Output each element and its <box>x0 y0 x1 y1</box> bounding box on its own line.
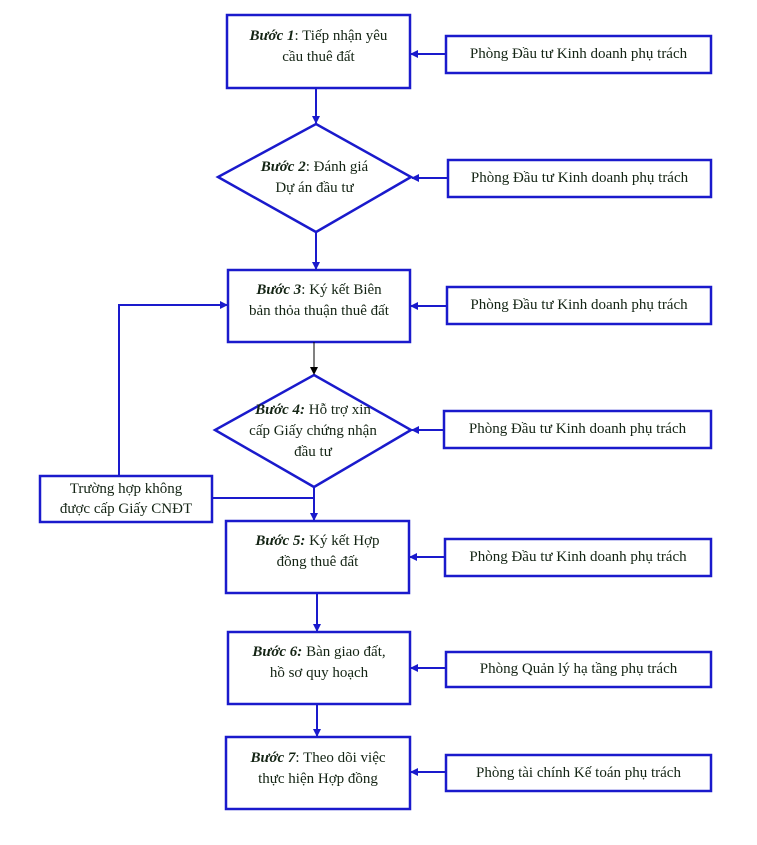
step-6: Bước 6: Bàn giao đất,hồ sơ quy hoạch <box>252 644 386 681</box>
owner-7: Phòng tài chính Kế toán phụ trách <box>476 764 681 781</box>
owner-5-box <box>443 537 713 578</box>
owner-3-box <box>445 285 713 326</box>
owner-3: Phòng Đầu tư Kinh doanh phụ trách <box>470 297 688 313</box>
step-6-box <box>226 630 412 706</box>
step-1-box <box>225 13 412 90</box>
owner-6: Phòng Quản lý hạ tầng phụ trách <box>479 661 678 677</box>
owner-5: Phòng Đầu tư Kinh doanh phụ trách <box>469 549 687 565</box>
owner-1: Phòng Đầu tư Kinh doanh phụ trách <box>469 46 688 62</box>
step-5-label: Bước 5: <box>255 533 306 549</box>
step-3-label: Bước 3 <box>256 282 302 298</box>
exception-box <box>38 474 214 524</box>
owner-4: Phòng Đầu tư Kinh doanh phụ trách <box>468 421 687 437</box>
step-4-text: Hỗ trợ xin <box>308 401 371 418</box>
step-2-text: Đánh giá <box>313 159 369 175</box>
step-1-text: Tiếp nhận yêu <box>302 27 388 44</box>
owner-2: Phòng Đầu tư Kinh doanh phụ trách <box>470 170 689 186</box>
step-4-label: Bước 4: <box>255 401 306 418</box>
step-3-text: Ký kết Biên <box>309 282 382 298</box>
step-2-label: Bước 2 <box>260 159 306 175</box>
owner-7-box <box>444 753 713 793</box>
step-6-label: Bước 6: <box>252 644 303 660</box>
step-1-label: Bước 1 <box>249 27 295 44</box>
step-5-box <box>224 519 411 595</box>
owner-2-box <box>446 158 713 199</box>
step-6-text: Bàn giao đất, <box>306 644 386 660</box>
step-5-text: Ký kết Hợp <box>309 533 380 549</box>
exception-loop-arrow <box>118 301 228 476</box>
owner-6-box <box>444 650 713 689</box>
step-7-label: Bước 7 <box>250 750 296 766</box>
step-7-text: Theo dõi việc <box>303 750 386 766</box>
step-3-box <box>226 268 412 344</box>
owner-4-box <box>442 409 713 450</box>
